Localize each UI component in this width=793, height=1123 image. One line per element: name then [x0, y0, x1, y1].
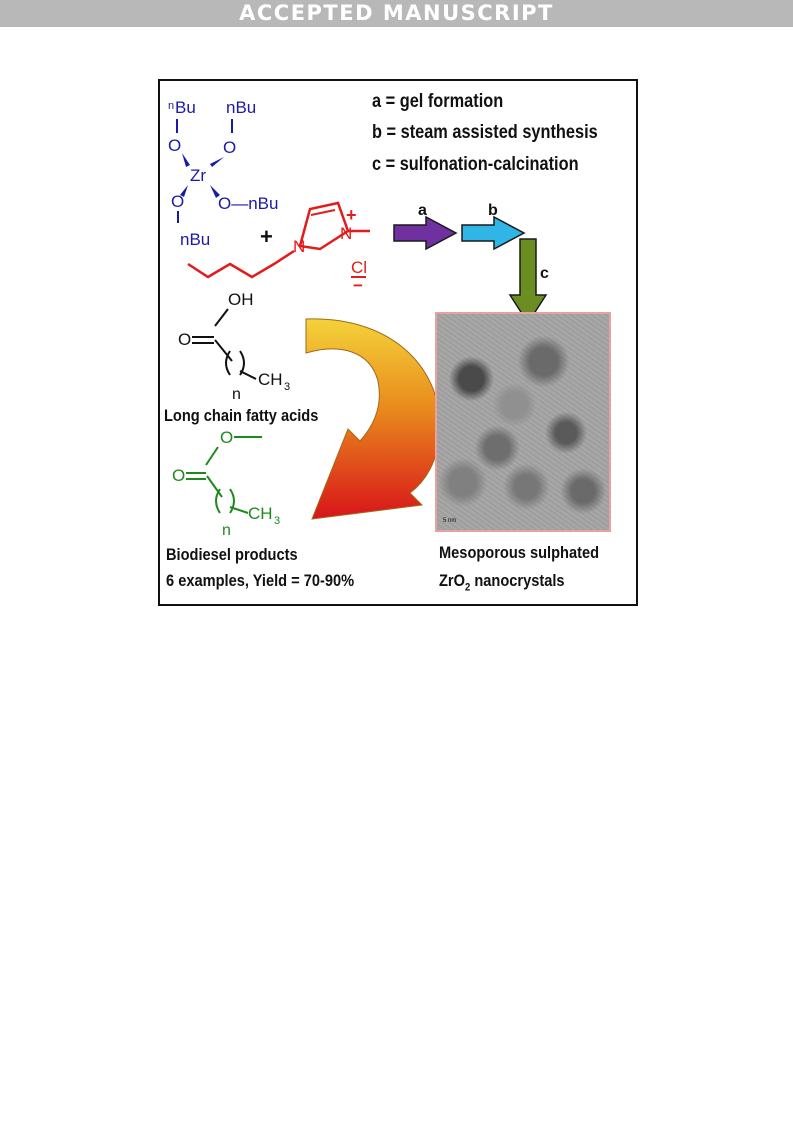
imidazolium-chloride: N N + Cl −	[187, 201, 370, 295]
nitrogen-label-1: N	[293, 237, 305, 256]
butyl-label-3: nBu	[180, 230, 210, 249]
anion-charge: −	[353, 276, 363, 295]
butyl-bond-label: O—nBu	[218, 194, 278, 213]
carbonyl-oxygen-label: O	[178, 330, 191, 349]
fatty-acid-structure: OH O CH 3 n	[178, 290, 290, 403]
product-caption-line1: Mesoporous sulphated	[439, 543, 600, 562]
methyl-label: CH	[258, 370, 283, 389]
biodiesel-carbonyl-oxygen: O	[172, 466, 185, 485]
fatty-acid-caption: Long chain fatty acids	[164, 406, 319, 425]
product-caption-line2: ZrO2 nanocrystals	[439, 571, 565, 593]
chloride-label: Cl	[351, 258, 367, 277]
butyl-label-1: Bu	[175, 98, 196, 117]
yield-caption: 6 examples, Yield = 70-90%	[166, 571, 355, 590]
step-arrow-a: a	[393, 202, 458, 251]
zirconium-butoxide: n Bu O nBu O Zr O nBu O—nBu	[168, 98, 278, 249]
tem-scale-bar: 5 nm	[443, 518, 457, 524]
oxygen-label-1: O	[168, 136, 181, 155]
zro-subscript: 2	[465, 581, 471, 594]
plus-sign: +	[260, 224, 273, 249]
biodiesel-methyl-subscript: 3	[274, 515, 280, 527]
oxygen-label-3: O	[171, 192, 184, 211]
step-label-a: a	[418, 202, 427, 219]
biodiesel-repeat-n: n	[222, 522, 231, 539]
butyl-label-2: nBu	[226, 98, 256, 117]
oxygen-label-2: O	[223, 138, 236, 157]
legend-line-c: c = sulfonation-calcination	[372, 154, 579, 175]
repeat-n-label: n	[232, 386, 241, 403]
accepted-manuscript-banner: ACCEPTED MANUSCRIPT	[0, 0, 793, 27]
hydroxyl-label: OH	[228, 290, 254, 309]
step-label-c: c	[540, 265, 549, 282]
legend-line-b: b = steam assisted synthesis	[372, 122, 598, 143]
step-label-b: b	[488, 202, 498, 219]
cation-charge: +	[346, 205, 357, 225]
butyl-n-superscript: n	[168, 100, 174, 112]
step-arrow-b: b	[461, 202, 526, 251]
methyl-subscript: 3	[284, 381, 290, 393]
ester-oxygen-label: O	[220, 428, 233, 447]
legend-line-a: a = gel formation	[372, 91, 504, 112]
nitrogen-label-2: N	[340, 224, 352, 243]
curved-conversion-arrow	[305, 318, 441, 520]
biodiesel-structure: O O CH 3 n	[172, 428, 280, 539]
zro-prefix: ZrO	[439, 571, 466, 590]
biodiesel-methyl-label: CH	[248, 504, 273, 523]
scheme-svg: n Bu O nBu O Zr O nBu O—nBu + N N	[168, 98, 549, 539]
zro-suffix: nanocrystals	[470, 571, 565, 590]
graphical-abstract: a = gel formation b = steam assisted syn…	[158, 79, 638, 606]
tem-micrograph: 5 nm	[435, 312, 611, 532]
zirconium-label: Zr	[190, 166, 206, 185]
biodiesel-caption: Biodiesel products	[166, 545, 298, 564]
step-arrow-c: c	[508, 238, 549, 325]
